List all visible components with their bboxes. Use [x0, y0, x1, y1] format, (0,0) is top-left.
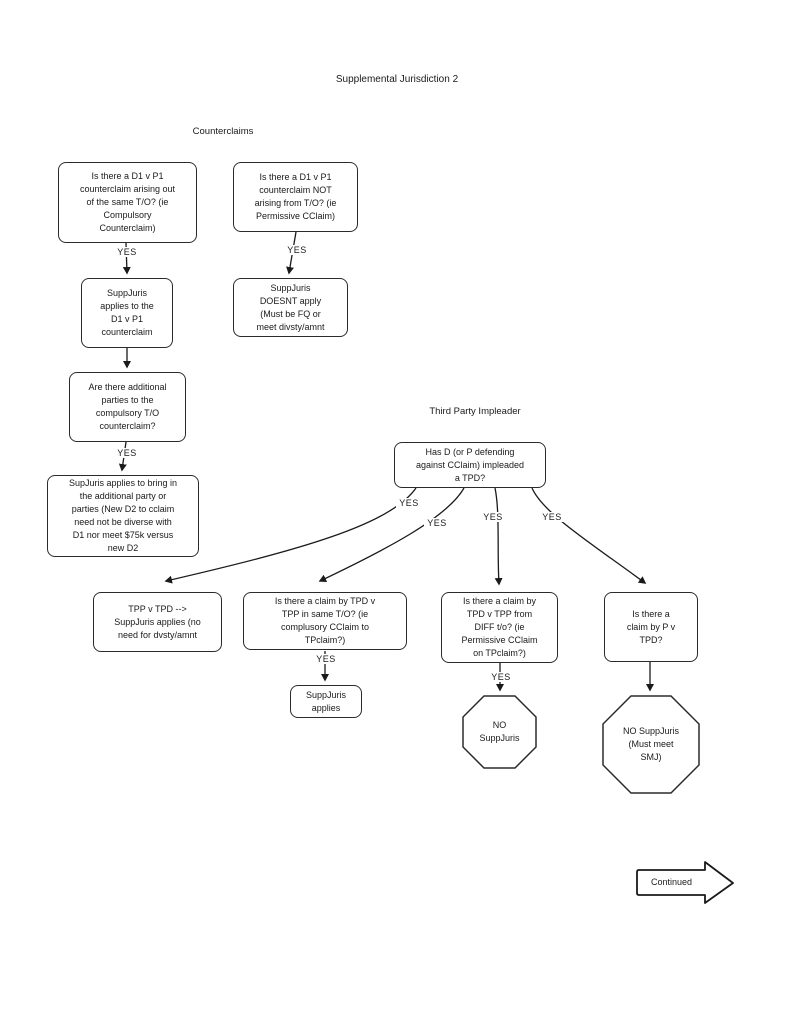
yes-label-impleader-4: YES — [539, 512, 565, 522]
node-permissive-counterclaim-question: Is there a D1 v P1 counterclaim NOT aris… — [233, 162, 358, 232]
continued-arrow-shape — [636, 861, 734, 904]
arrow-impleader-to-same-to — [318, 487, 465, 583]
stop-label-no-suppjuris-smj: NO SuppJuris (Must meet SMJ) — [622, 726, 680, 762]
node-tpp-v-tpd: TPP v TPD --> SuppJuris applies (no need… — [93, 592, 222, 652]
yes-label-impleader-2: YES — [424, 518, 450, 528]
node-suppjuris-applies-d1-v-p1: SuppJuris applies to the D1 v P1 counter… — [81, 278, 173, 348]
continued-label: Continued — [650, 877, 693, 887]
node-tpd-v-tpp-diff-to-question: Is there a claim by TPD v TPP from DIFF … — [441, 592, 558, 663]
node-supjuris-additional-party: SupJuris applies to bring in the additio… — [47, 475, 199, 557]
arrow-impleader-to-diff-to — [494, 487, 503, 586]
node-suppjuris-doesnt-apply: SuppJuris DOESNT apply (Must be FQ or me… — [233, 278, 348, 337]
yes-label-compulsory: YES — [114, 247, 140, 257]
arrow-impleader-to-tpp-v-tpd — [164, 487, 417, 584]
yes-label-impleader-1: YES — [396, 498, 422, 508]
page-title: Supplemental Jurisdiction 2 — [335, 74, 459, 85]
yes-label-same-to: YES — [313, 654, 339, 664]
node-additional-parties-question: Are there additional parties to the comp… — [69, 372, 186, 442]
node-compulsory-counterclaim-question: Is there a D1 v P1 counterclaim arising … — [58, 162, 197, 243]
section-label-third-party-impleader: Third Party Impleader — [429, 406, 521, 417]
node-suppjuris-applies: SuppJuris applies — [290, 685, 362, 718]
yes-label-permissive: YES — [284, 245, 310, 255]
stop-octagon-no-suppjuris-smj — [602, 695, 700, 794]
section-label-counterclaims: Counterclaims — [192, 126, 254, 137]
node-impleaded-tpd-question: Has D (or P defending against CClaim) im… — [394, 442, 546, 488]
arrow-impleader-to-p-v-tpd — [531, 487, 647, 584]
stop-octagon-no-suppjuris — [462, 695, 537, 769]
yes-label-additional-parties: YES — [114, 448, 140, 458]
yes-label-impleader-3: YES — [480, 512, 506, 522]
stop-label-no-suppjuris: NO SuppJuris — [479, 720, 520, 743]
node-tpd-v-tpp-same-to-question: Is there a claim by TPD v TPP in same T/… — [243, 592, 407, 650]
node-p-v-tpd-question: Is there a claim by P v TPD? — [604, 592, 698, 662]
yes-label-diff-to: YES — [488, 672, 514, 682]
